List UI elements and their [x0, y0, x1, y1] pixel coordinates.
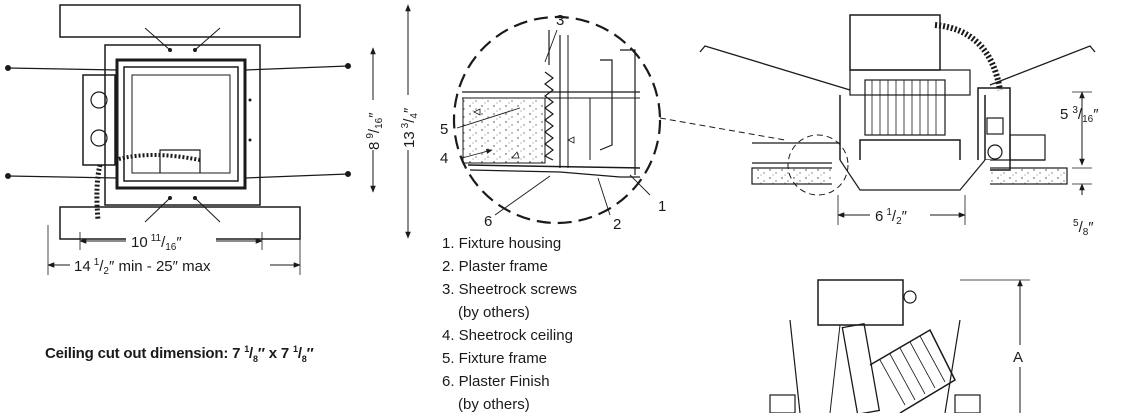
height-inner-label: 89/16″ — [365, 112, 385, 150]
bar-hanger-br — [244, 173, 349, 179]
side-flex-conduit — [934, 22, 1003, 91]
legend-item: 1. Fixture housing — [442, 235, 561, 252]
legend-item: (by others) — [458, 304, 530, 321]
cutout-note: Ceiling cut out dimension: 7 1/8″ x 7 1/… — [45, 344, 314, 364]
cutout-num: 1 — [244, 344, 250, 354]
cutout-mid: ″ x 7 — [257, 345, 293, 362]
driver-box — [849, 14, 941, 71]
side-junction-box — [977, 87, 1011, 171]
legend-item: 3. Sheetrock screws — [442, 281, 577, 298]
detail-marker — [787, 134, 849, 196]
detail-circle — [452, 15, 662, 225]
side-view — [699, 14, 1096, 225]
legend-item: 2. Plaster frame — [442, 258, 548, 275]
housing-core — [131, 74, 231, 174]
cutout-den-2: 8 — [301, 354, 307, 364]
heat-sink — [864, 79, 946, 136]
legend-item: 5. Fixture frame — [442, 350, 547, 367]
housing-outer — [115, 58, 247, 190]
legend-item: 6. Plaster Finish — [442, 373, 550, 390]
legend-item: 4. Sheetrock ceiling — [442, 327, 573, 344]
callout-5: 5 — [440, 121, 448, 138]
callout-4: 4 — [440, 150, 448, 167]
cutout-den: 8 — [253, 354, 258, 364]
adj-driver-box — [817, 279, 904, 326]
detail-view — [452, 15, 662, 225]
top-plate — [59, 4, 301, 38]
adjustable-view — [769, 279, 1030, 416]
housing-inner — [123, 66, 239, 182]
cutout-end: ″ — [306, 345, 314, 362]
junction-box — [82, 74, 116, 166]
dimension-a-label: A — [1013, 349, 1023, 366]
sheetrock-panel — [462, 97, 546, 164]
bar-hanger-tl — [7, 67, 119, 71]
detail-legend: 1. Fixture housing 2. Plaster frame 3. S… — [442, 235, 577, 413]
callout-6: 6 — [484, 213, 492, 230]
mounting-frame — [104, 44, 261, 206]
cutout-prefix: Ceiling cut out dimension: 7 — [45, 345, 245, 362]
cutout-num-2: 1 — [293, 344, 298, 354]
bar-hanger-tr — [244, 65, 349, 71]
detail-callouts: 3 5 4 6 2 1 — [440, 12, 666, 233]
callout-2: 2 — [613, 216, 621, 233]
flex-conduit — [94, 164, 103, 221]
legend-item: (by others) — [458, 396, 530, 413]
sheetrock-screw — [543, 71, 554, 161]
adj-lamp-head — [869, 328, 956, 414]
ceiling-thickness-label: 5/8″ — [1073, 218, 1094, 238]
height-outer-label: 133/4″ — [400, 107, 420, 148]
bar-hanger-bl — [7, 175, 119, 179]
notch — [159, 149, 201, 173]
callout-1: 1 — [658, 198, 666, 215]
projection-line — [659, 117, 786, 141]
callout-3: 3 — [556, 12, 564, 29]
